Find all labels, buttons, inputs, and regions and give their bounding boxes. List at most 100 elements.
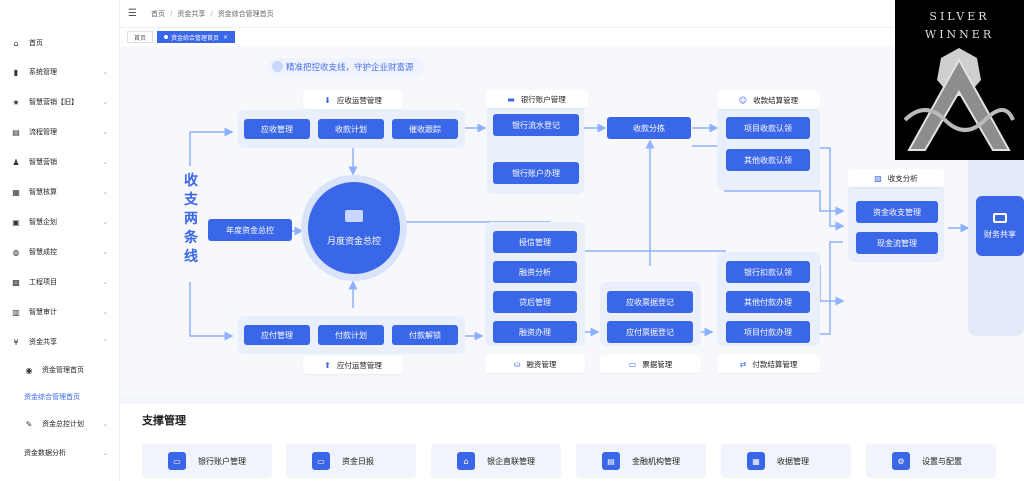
star-icon: ★ — [12, 97, 20, 107]
card-icon: ▭ — [168, 452, 186, 470]
gear-icon: ⚙ — [892, 452, 910, 470]
sidebar-item-accounting[interactable]: ▦ 智慧核算 ⌄ — [0, 177, 120, 207]
group-label-payment-settle: ⇄ 付款结算管理 — [717, 355, 820, 373]
support-item-label: 设置与配置 — [922, 456, 962, 466]
group-label-receivable: ⬇ 应收运营管理 — [303, 91, 403, 109]
group-label-bank-account: ▬ 银行账户管理 — [485, 90, 588, 108]
node-bank-flow-reg[interactable]: 银行流水登记 — [493, 114, 579, 136]
node-pay-note-reg[interactable]: 应付票据登记 — [607, 321, 693, 343]
top-bar: ☰ 首页 / 资金共享 / 资金综合管理首页 — [120, 0, 900, 28]
tab-fund-integrated[interactable]: 资金综合管理首页 × — [157, 31, 236, 43]
sidebar-subitem-fund-analysis[interactable]: 资金数据分析 ⌄ — [0, 438, 120, 468]
eye-icon: ◉ — [25, 365, 33, 375]
sidebar-subitem-fund-integrated[interactable]: 资金综合管理首页 — [0, 382, 120, 412]
sidebar-item-flow[interactable]: ▤ 流程管理 ⌄ — [0, 117, 120, 147]
close-icon[interactable]: × — [223, 33, 229, 41]
node-annual-control[interactable]: 年度资金总控 — [208, 219, 292, 241]
sidebar-item-marketing[interactable]: ♟ 智慧营销 ⌄ — [0, 147, 120, 177]
group-label-text: 票据管理 — [642, 359, 673, 369]
wallet-icon — [345, 209, 363, 222]
node-monthly-control[interactable]: 月度资金总控 — [308, 182, 400, 274]
breadcrumb-fund-share[interactable]: 资金共享 — [177, 9, 206, 18]
chevron-down-icon: ⌄ — [102, 278, 108, 286]
chevron-up-icon: ⌃ — [102, 338, 108, 346]
group-label-text: 银行账户管理 — [520, 94, 566, 104]
tab-home[interactable]: 首页 — [127, 31, 154, 43]
sidebar-item-label: 智慧营销 — [29, 158, 57, 166]
coins-icon: ⛀ — [513, 359, 521, 369]
node-credit-mgmt[interactable]: 授信管理 — [493, 231, 577, 253]
sidebar-item-marketing-old[interactable]: ★ 智慧营销【旧】 ⌄ — [0, 87, 120, 117]
node-finance-share[interactable]: 财务共享 — [976, 196, 1024, 256]
sidebar-item-label: 资金共享 — [29, 338, 57, 346]
chevron-down-icon: ⌄ — [102, 128, 108, 136]
node-post-loan[interactable]: 贷后管理 — [493, 291, 577, 313]
sidebar-item-label: 智慧核算 — [29, 188, 57, 196]
support-item-label: 金融机构管理 — [632, 456, 680, 466]
breadcrumb-current: 资金综合管理首页 — [217, 9, 274, 18]
node-other-payment[interactable]: 其他付款办理 — [726, 291, 810, 313]
node-other-claim[interactable]: 其他收款认领 — [726, 149, 810, 171]
group-label-income-analysis: ▨ 收支分析 — [848, 169, 944, 187]
sidebar-item-label: 智慧营销【旧】 — [29, 98, 78, 106]
support-item-receipts[interactable]: ▦ 收据管理 — [721, 444, 851, 478]
flow-icon: ▤ — [12, 127, 20, 137]
home-icon: ⌂ — [13, 38, 19, 48]
support-item-daily-report[interactable]: ▭ 资金日报 — [286, 444, 416, 478]
group-label-payable: ⬆ 应付运营管理 — [303, 356, 403, 374]
menu-toggle-icon[interactable]: ☰ — [128, 8, 137, 19]
sidebar-item-fund-share[interactable]: ¥ 资金共享 ⌃ — [0, 327, 120, 357]
node-financing-handle[interactable]: 融资办理 — [493, 321, 577, 343]
silver-winner-logo: SILVER WINNER — [895, 0, 1024, 160]
support-item-settings[interactable]: ⚙ 设置与配置 — [866, 444, 996, 478]
sidebar-subitem-fund-home[interactable]: ◉ 资金管理首页 — [0, 355, 120, 385]
note-icon: ▭ — [628, 359, 637, 369]
analysis-icon: ▨ — [874, 173, 882, 183]
fund-flow-diagram: 精准把控收支线，守护企业财富源 — [120, 46, 1024, 396]
chevron-down-icon: ⌄ — [102, 248, 108, 256]
chevron-down-icon: ⌄ — [102, 68, 108, 76]
calc-icon: ▦ — [12, 187, 20, 197]
sidebar-item-label: 资金综合管理首页 — [24, 393, 80, 401]
sidebar-item-home[interactable]: ⌂ 首页 — [0, 28, 120, 58]
support-item-label: 资金日报 — [342, 456, 374, 466]
sidebar-item-system[interactable]: ▮ 系统管理 ⌄ — [0, 57, 120, 87]
node-collection-split[interactable]: 收款分拣 — [607, 117, 691, 139]
node-payment-unlock[interactable]: 付款解锁 — [392, 325, 458, 345]
active-dot-icon — [164, 35, 169, 39]
group-label-text: 付款结算管理 — [752, 359, 798, 369]
node-payable-mgmt[interactable]: 应付管理 — [244, 325, 310, 345]
node-bank-debit-claim[interactable]: 银行扣款认领 — [726, 261, 810, 283]
support-item-institutions[interactable]: ▤ 金融机构管理 — [576, 444, 706, 478]
logo-line2: WINNER — [924, 28, 995, 41]
node-collection-follow[interactable]: 催收跟踪 — [392, 119, 458, 139]
node-recv-note-reg[interactable]: 应收票据登记 — [607, 291, 693, 313]
sidebar-item-projects[interactable]: ▩ 工程项目 ⌄ — [0, 267, 120, 297]
support-item-bank-account[interactable]: ▭ 银行账户管理 — [142, 444, 272, 478]
node-income-mgmt[interactable]: 资金收支管理 — [856, 201, 938, 223]
node-collection-plan[interactable]: 收款计划 — [318, 119, 384, 139]
sidebar-item-cost-control[interactable]: ◍ 智慧成控 ⌄ — [0, 237, 120, 267]
node-financing-analysis[interactable]: 融资分析 — [493, 261, 577, 283]
download-icon: ⬇ — [324, 95, 331, 105]
audit-icon: ▥ — [12, 307, 20, 317]
sidebar-item-label: 智慧成控 — [29, 248, 57, 256]
node-cashflow-mgmt[interactable]: 现金流管理 — [856, 232, 938, 254]
node-payment-plan[interactable]: 付款计划 — [318, 325, 384, 345]
sidebar-item-planning[interactable]: ▣ 智慧企划 ⌄ — [0, 207, 120, 237]
sidebar-subitem-fund-plan[interactable]: ✎ 资金总控计划 ⌄ — [0, 409, 120, 439]
node-project-payment[interactable]: 项目付款办理 — [726, 321, 810, 343]
breadcrumb-home[interactable]: 首页 — [150, 9, 165, 18]
node-receivable-mgmt[interactable]: 应收管理 — [244, 119, 310, 139]
group-label-notes: ▭ 票据管理 — [600, 355, 701, 373]
sidebar-item-audit[interactable]: ▥ 智慧审计 ⌄ — [0, 297, 120, 327]
sidebar-item-label: 智慧审计 — [29, 308, 57, 316]
support-item-bank-enterprise[interactable]: ⌂ 银企直联管理 — [431, 444, 561, 478]
node-bank-acct-open[interactable]: 银行账户办理 — [493, 162, 579, 184]
sidebar-item-label: 系统管理 — [29, 68, 57, 76]
system-icon: ▮ — [13, 67, 19, 77]
breadcrumb-separator: / — [210, 9, 213, 18]
node-project-claim[interactable]: 项目收款认领 — [726, 117, 810, 139]
sidebar-item-label: 首页 — [29, 39, 43, 47]
